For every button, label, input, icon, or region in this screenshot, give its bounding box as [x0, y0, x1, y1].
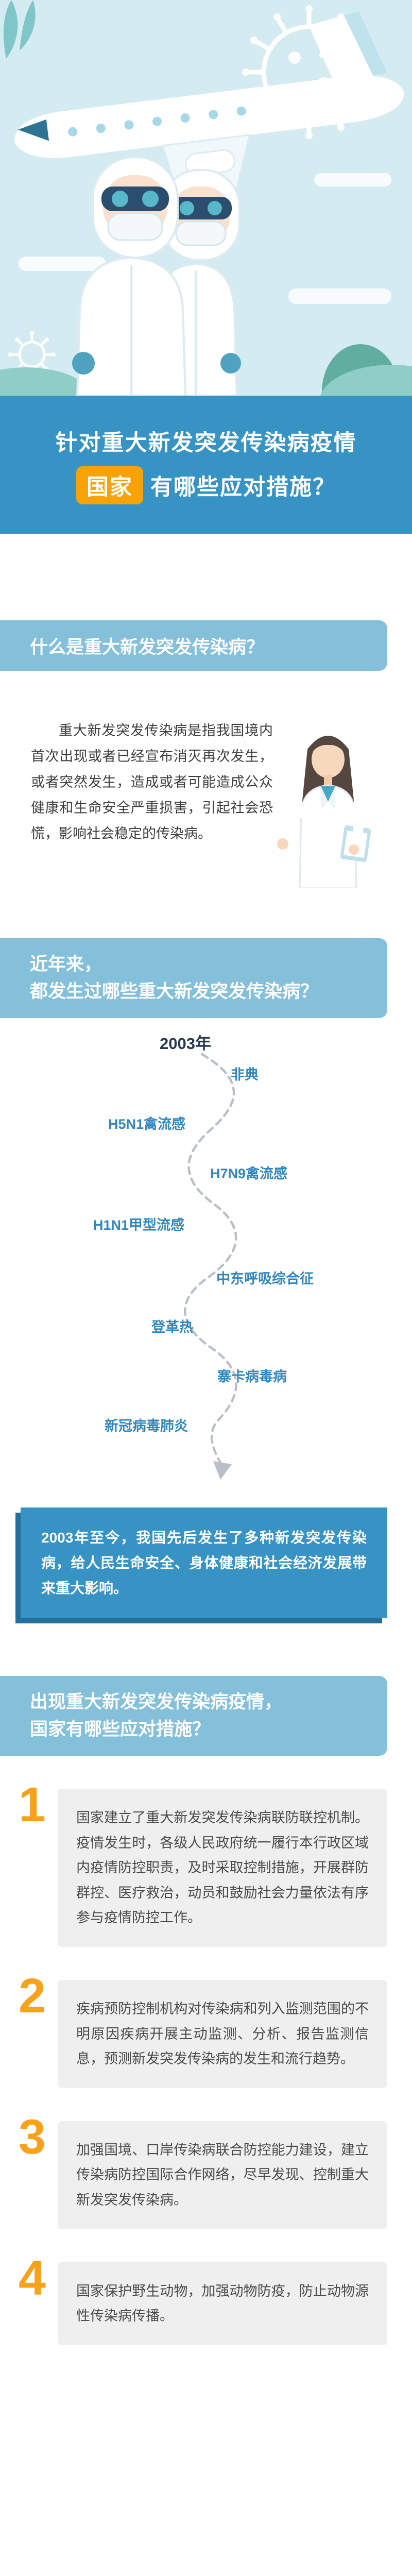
title-banner: 针对重大新发突发传染病疫情 国家 有哪些应对措施？: [0, 396, 412, 534]
title-line-2: 国家 有哪些应对措施？: [76, 466, 336, 504]
timeline-curve-arrow-icon: [184, 1053, 237, 1480]
title-highlight-pill: 国家: [76, 466, 143, 504]
timeline-event-1: H5N1禽流感: [108, 1116, 185, 1132]
measure-text-2: 疾病预防控制机构对传染病和列入监测范围的不明原因疾病开展主动监测、分析、报告监测…: [58, 1979, 387, 2088]
timeline-event-2: H7N9禽流感: [210, 1166, 288, 1181]
section3-header-line2: 国家有哪些应对措施？: [30, 1719, 211, 1739]
hero-illustration-svg: [0, 0, 412, 396]
measure-item-3: 3 加强国境、口岸传染病联合防控能力建设，建立传染病防控国际合作网络，尽早发现、…: [19, 2112, 387, 2229]
measure-text-1: 国家建立了重大新发突发传染病联防联控机制。疫情发生时，各级人民政府统一履行本行政…: [58, 1789, 387, 1947]
section2-header: 近年来， 都发生过哪些重大新发突发传染病？: [0, 938, 387, 1018]
measure-item-2: 2 疾病预防控制机构对传染病和列入监测范围的不明原因疾病开展主动监测、分析、报告…: [19, 1971, 387, 2088]
timeline: 2003年 非典 H5N1禽流感 H7N9禽流感 H1N1甲型流感 中东呼吸综合…: [0, 1032, 412, 1486]
definition-block: 重大新发突发传染病是指我国境内首次出现或者已经宣布消灭再次发生，或者突然发生，造…: [31, 718, 391, 891]
measure-item-4: 4 国家保护野生动物，加强动物防疫，防止动物源性传染病传播。: [19, 2253, 387, 2345]
measure-number-1: 1: [19, 1777, 46, 1832]
measure-number-2: 2: [19, 1968, 46, 2023]
timeline-event-6: 寨卡病毒病: [217, 1369, 287, 1384]
timeline-event-4: 中东呼吸综合征: [216, 1271, 314, 1286]
section2-header-line2: 都发生过哪些重大新发突发传染病？: [30, 981, 319, 1002]
section1-header-label: 什么是重大新发突发传染病？: [30, 637, 265, 657]
hero-illustration: [0, 0, 412, 396]
measure-number-4: 4: [19, 2250, 46, 2306]
spacer: [0, 2378, 412, 2576]
timeline-event-3: H1N1甲型流感: [93, 1217, 184, 1233]
section3-header: 出现重大新发突发传染病疫情， 国家有哪些应对措施？: [0, 1676, 387, 1756]
title-line-2-text: 有哪些应对措施？: [150, 475, 336, 500]
doctor-icon: [277, 736, 371, 889]
measure-item-1: 1 国家建立了重大新发突发传染病联防联控机制。疫情发生时，各级人民政府统一履行本…: [19, 1781, 387, 1947]
measure-number-3: 3: [19, 2109, 46, 2164]
section1-header: 什么是重大新发突发传染病？: [0, 620, 387, 671]
measure-text-3: 加强国境、口岸传染病联合防控能力建设，建立传染病防控国际合作网络，尽早发现、控制…: [58, 2121, 387, 2229]
timeline-event-0: 非典: [231, 1067, 259, 1082]
medical-worker-left-icon: [72, 156, 187, 396]
timeline-event-5: 登革热: [151, 1319, 193, 1335]
timeline-event-7: 新冠病毒肺炎: [105, 1418, 188, 1434]
measures-list: 1 国家建立了重大新发突发传染病联防联控机制。疫情发生时，各级人民政府统一履行本…: [0, 1781, 412, 2378]
timeline-start-year: 2003年: [160, 1035, 211, 1053]
doctor-illustration: [274, 718, 382, 891]
measure-text-4: 国家保护野生动物，加强动物防疫，防止动物源性传染病传播。: [58, 2262, 387, 2345]
plant-leaves-icon: [3, 0, 36, 59]
section3-header-line1: 出现重大新发突发传染病疫情，: [30, 1692, 283, 1712]
title-line-1: 针对重大新发突发传染病疫情: [55, 431, 357, 455]
summary-box: 2003年至今，我国先后发生了多种新发突发传染病，给人民生命安全、身体健康和社会…: [21, 1507, 387, 1618]
clouds-icon: [19, 173, 391, 304]
section2-header-line1: 近年来，: [30, 954, 102, 974]
definition-text: 重大新发突发传染病是指我国境内首次出现或者已经宣布消灭再次发生，或者突然发生，造…: [31, 723, 273, 841]
ground-shrubs-icon: [0, 344, 412, 396]
